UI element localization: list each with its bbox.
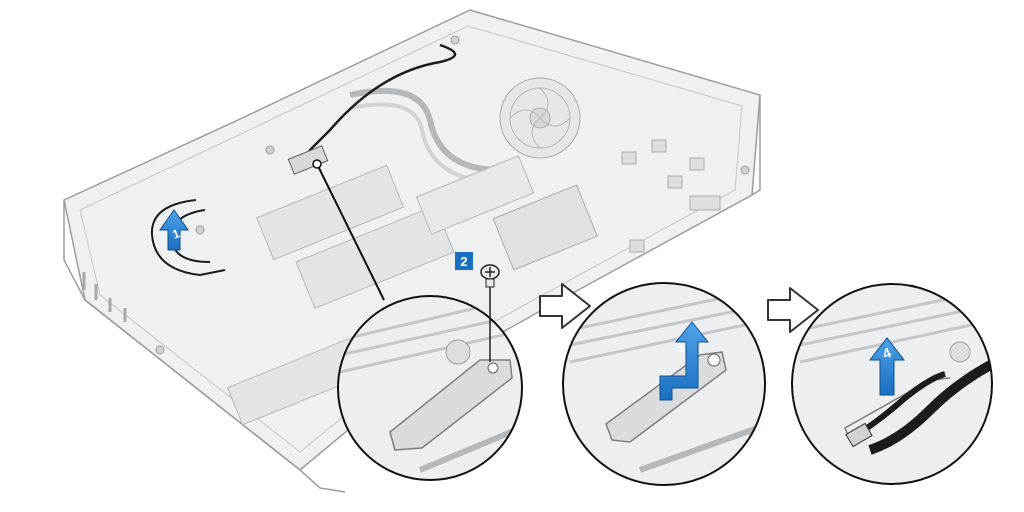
step-2-badge: 2 [455,252,473,270]
detail-circle-3 [791,283,993,485]
outline-right-arrow-icon-2 [767,287,819,333]
outline-right-arrow-icon [539,283,591,329]
step-1-lift-arrow [159,209,189,251]
callout-leader-line [316,163,385,301]
laptop-base-chassis [63,9,761,493]
screw-icon [480,264,500,362]
detail-circle-2 [562,282,766,486]
cooling-fan [499,77,581,159]
detail-circle-1 [337,295,523,481]
step-1-label: 1 [170,226,181,242]
